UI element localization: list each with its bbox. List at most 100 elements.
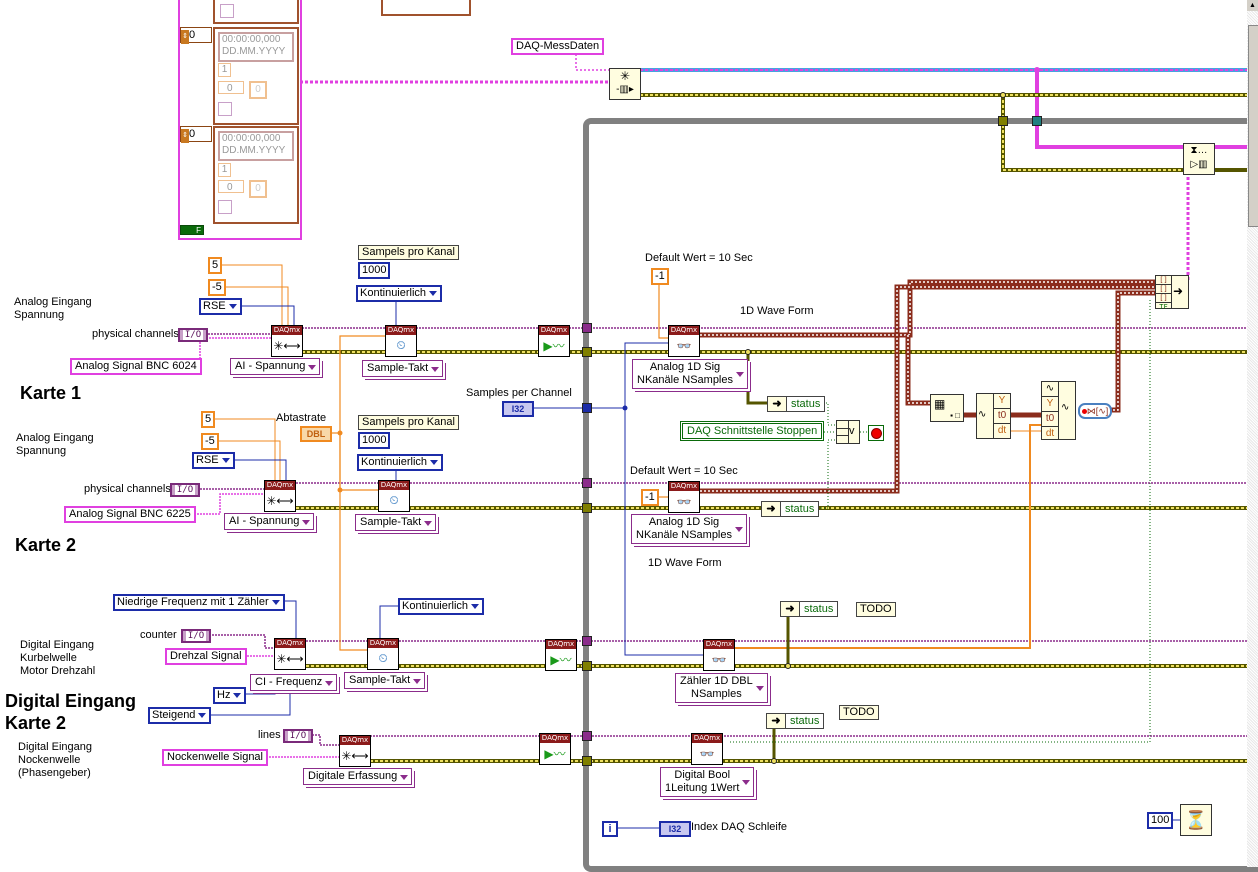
scrollbar-thumb[interactable]: [1248, 25, 1258, 227]
task-type-selector[interactable]: Digitale Erfassung: [303, 768, 413, 785]
get-waveform-components[interactable]: ∿ Y t0 dt: [976, 393, 1011, 439]
wave-form-label-1: 1D Wave Form: [740, 305, 814, 317]
samples-label: Sampels pro Kanal: [358, 415, 459, 430]
mode-enum[interactable]: Kontinuierlich: [398, 598, 485, 615]
bundle-cluster[interactable]: [] [] [] TF ➜: [1155, 275, 1189, 311]
read-mode-selector-2[interactable]: Analog 1D Sig NKanäle NSamples: [631, 514, 747, 544]
index-array-function[interactable]: ▦ ▪ □: [930, 394, 964, 422]
daqmx-timing-1[interactable]: DAQmx⏲: [385, 325, 417, 357]
coercion-dot-icon: [1081, 409, 1087, 414]
desc-line: Spannung: [14, 309, 65, 321]
todo-label-1: TODO: [856, 602, 896, 617]
daqmx-create-channel-1[interactable]: DAQmx✳⟷: [271, 325, 303, 357]
scroll-up-arrow-icon[interactable]: ▲: [1247, 0, 1258, 11]
lines-io[interactable]: I/O: [283, 729, 313, 743]
index-indicator[interactable]: I32: [659, 821, 691, 837]
max-value-constant[interactable]: 5: [201, 411, 216, 428]
desc-line: Analog Eingang: [14, 296, 92, 308]
mode-enum[interactable]: Kontinuierlich: [356, 285, 443, 302]
timing-selector[interactable]: Sample-Takt: [355, 514, 437, 531]
daqmx-create-channel-2[interactable]: DAQmx✳⟷: [264, 480, 296, 512]
edge-enum[interactable]: Steigend: [148, 707, 212, 724]
index-icon: ▪ □: [950, 411, 960, 420]
stop-terminal[interactable]: [868, 425, 884, 441]
read-glasses-icon: 👓: [676, 494, 692, 509]
samples-constant[interactable]: 1000: [358, 432, 391, 449]
mode-enum[interactable]: Kontinuierlich: [357, 454, 444, 471]
min-value-constant[interactable]: -5: [201, 433, 219, 450]
task-type-selector[interactable]: CI - Frequenz: [250, 674, 338, 691]
wf-t0-label: t0: [1042, 412, 1058, 427]
lines-channel-constant[interactable]: Nockenwelle Signal: [162, 749, 268, 766]
enqueue-element-function[interactable]: ⧗…▷▥: [1183, 143, 1215, 175]
read-glasses-icon: 👓: [699, 746, 715, 761]
daqmx-create-channel-3[interactable]: DAQmx✳⟷: [274, 638, 306, 670]
rate-control[interactable]: DBL: [300, 426, 332, 442]
counter-channel-constant[interactable]: Drehzal Signal: [165, 648, 247, 665]
vertical-scrollbar[interactable]: ▲: [1247, 0, 1258, 867]
daqmx-read-1[interactable]: DAQmx👓: [668, 325, 700, 357]
tunnel: [582, 503, 592, 513]
case-structure-top: [178, 0, 302, 240]
tunnel: [582, 347, 592, 357]
daqmx-timing-2[interactable]: DAQmx⏲: [378, 480, 410, 512]
compound-or-function[interactable]: v: [836, 420, 860, 444]
samples-per-channel-control[interactable]: I32: [502, 401, 534, 417]
daqmx-read-4[interactable]: DAQmx👓: [691, 733, 723, 765]
daqmx-read-2[interactable]: DAQmx👓: [668, 481, 700, 513]
read-mode-selector-3[interactable]: Zähler 1D DBL NSamples: [675, 673, 768, 703]
wait-ms-function[interactable]: ⏳: [1180, 804, 1212, 836]
daqmx-read-3[interactable]: DAQmx👓: [703, 639, 735, 671]
wait-ms-constant[interactable]: 100: [1147, 812, 1174, 829]
timestamp-time: 00:00:00,000: [222, 133, 281, 144]
boolean-constant[interactable]: F: [180, 225, 204, 235]
daqmx-start-task-1[interactable]: DAQmx▶〰: [538, 325, 570, 357]
physical-channels-io[interactable]: I/O: [178, 328, 208, 342]
frequency-mode-enum[interactable]: Niedrige Frequenz mit 1 Zähler: [113, 594, 285, 611]
terminal-config-enum[interactable]: RSE: [192, 452, 235, 469]
desc-line: Digital Eingang: [20, 639, 94, 651]
channel-name-constant[interactable]: Analog Signal BNC 6225: [64, 506, 196, 523]
channel-name-constant[interactable]: Analog Signal BNC 6024: [70, 358, 202, 375]
physical-channels-io[interactable]: I/O: [170, 483, 200, 497]
samples-constant[interactable]: 1000: [358, 262, 391, 279]
build-waveform[interactable]: ∿ Y t0 dt ∿: [1041, 381, 1076, 440]
unit-enum[interactable]: Hz: [213, 687, 247, 704]
daqmx-create-channel-4[interactable]: DAQmx✳⟷: [339, 735, 371, 767]
timing-selector[interactable]: Sample-Takt: [344, 672, 426, 689]
task-type-selector[interactable]: AI - Spannung: [224, 513, 315, 530]
timeout-constant-1[interactable]: -1: [651, 268, 669, 285]
terminal-config-enum[interactable]: RSE: [199, 298, 242, 315]
queue-name-constant[interactable]: DAQ-MessDaten: [511, 38, 605, 55]
num-2b: 0: [218, 180, 244, 193]
desc-line: (Phasengeber): [18, 767, 91, 779]
array-index-2[interactable]: ⇕0: [180, 126, 212, 143]
read-mode-selector-4[interactable]: Digital Bool 1Leitung 1Wert: [660, 767, 755, 797]
array-index-value: 0: [189, 128, 196, 140]
bundle-arrow-icon: ➜: [1173, 284, 1184, 298]
daqmx-start-task-4[interactable]: DAQmx▶〰: [539, 733, 571, 765]
timing-selector[interactable]: Sample-Takt: [362, 360, 444, 377]
array-index-1[interactable]: ⇕0: [180, 27, 212, 44]
status-unbundle-4: ➜status: [766, 713, 825, 729]
daqmx-start-task-3[interactable]: DAQmx▶〰: [545, 639, 577, 671]
create-channel-icon: ✳⟷: [273, 338, 301, 353]
status-label: status: [791, 398, 821, 410]
iteration-terminal: i: [602, 821, 618, 837]
counter-io[interactable]: I/O: [181, 629, 211, 643]
read-mode-selector-1[interactable]: Analog 1D Sig NKanäle NSamples: [632, 359, 748, 389]
obtain-queue-function[interactable]: ✳-▥▸: [609, 68, 641, 100]
clock-icon: ⏲: [389, 493, 399, 507]
arrow-right-icon: ➜: [762, 502, 781, 516]
daqmx-timing-3[interactable]: DAQmx⏲: [367, 638, 399, 670]
min-value-constant[interactable]: -5: [208, 279, 226, 296]
waveform-icon: ∿: [978, 409, 987, 420]
cluster-element-2: [213, 126, 299, 224]
max-value-constant[interactable]: 5: [208, 257, 223, 274]
checkbox: [218, 200, 232, 214]
tunnel: [582, 661, 592, 671]
stop-control[interactable]: DAQ Schnittstelle Stoppen: [680, 421, 825, 441]
task-type-selector[interactable]: AI - Spannung: [230, 358, 321, 375]
timeout-constant-2[interactable]: -1: [641, 489, 659, 506]
desc-line: Nockenwelle: [18, 754, 81, 766]
